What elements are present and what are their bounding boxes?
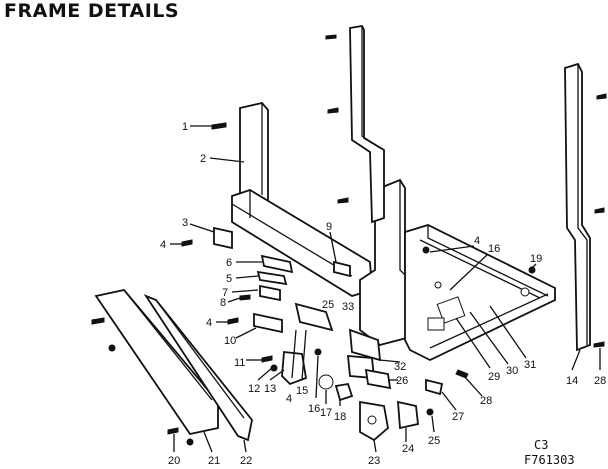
figure-number: F761303 bbox=[524, 453, 575, 467]
callout-16b: 16 bbox=[488, 243, 500, 255]
callout-25b: 25 bbox=[428, 435, 440, 447]
callout-1: 1 bbox=[182, 121, 188, 133]
callout-4b: 4 bbox=[206, 317, 212, 329]
callout-22: 22 bbox=[240, 455, 252, 467]
callout-13: 13 bbox=[264, 383, 276, 395]
callout-4d: 4 bbox=[474, 235, 480, 247]
callout-12: 12 bbox=[248, 383, 260, 395]
callout-20: 20 bbox=[168, 455, 180, 467]
callout-18: 18 bbox=[334, 411, 346, 423]
callout-25: 25 bbox=[322, 299, 334, 311]
callout-24: 24 bbox=[402, 443, 414, 455]
callout-23: 23 bbox=[368, 455, 380, 467]
callout-3: 3 bbox=[182, 217, 188, 229]
callout-7: 7 bbox=[222, 287, 228, 299]
callout-33: 33 bbox=[342, 301, 354, 313]
callout-9: 9 bbox=[326, 221, 332, 233]
page-title: FRAME DETAILS bbox=[4, 0, 180, 22]
page-ref: C3 bbox=[534, 438, 548, 452]
callout-32: 32 bbox=[394, 361, 406, 373]
leader-lines bbox=[170, 125, 601, 453]
callout-5: 5 bbox=[226, 273, 232, 285]
callout-10: 10 bbox=[224, 335, 236, 347]
callout-19: 19 bbox=[530, 253, 542, 265]
small-brackets bbox=[181, 122, 536, 442]
callout-31: 31 bbox=[524, 359, 536, 371]
callout-26: 26 bbox=[396, 375, 408, 387]
left-side-rails bbox=[91, 289, 253, 446]
callout-4c: 4 bbox=[286, 393, 292, 405]
callout-21: 21 bbox=[208, 455, 220, 467]
center-upright-post bbox=[325, 25, 385, 224]
callout-8: 8 bbox=[220, 297, 226, 309]
callout-16: 16 bbox=[308, 403, 320, 415]
callout-15: 15 bbox=[296, 385, 308, 397]
callout-30: 30 bbox=[506, 365, 518, 377]
right-upright-post bbox=[564, 62, 607, 352]
callout-17: 17 bbox=[320, 407, 332, 419]
callout-28: 28 bbox=[480, 395, 492, 407]
callout-6: 6 bbox=[226, 257, 232, 269]
callout-2: 2 bbox=[200, 153, 206, 165]
callout-11: 11 bbox=[234, 357, 245, 369]
callout-27: 27 bbox=[452, 411, 464, 423]
callout-4: 4 bbox=[160, 239, 166, 251]
callout-labels: 1 2 3 4 6 5 7 8 4 10 11 12 13 4 15 16 17… bbox=[160, 121, 606, 467]
callout-14: 14 bbox=[566, 375, 578, 387]
callout-28b: 28 bbox=[594, 375, 606, 387]
callout-29: 29 bbox=[488, 371, 500, 383]
